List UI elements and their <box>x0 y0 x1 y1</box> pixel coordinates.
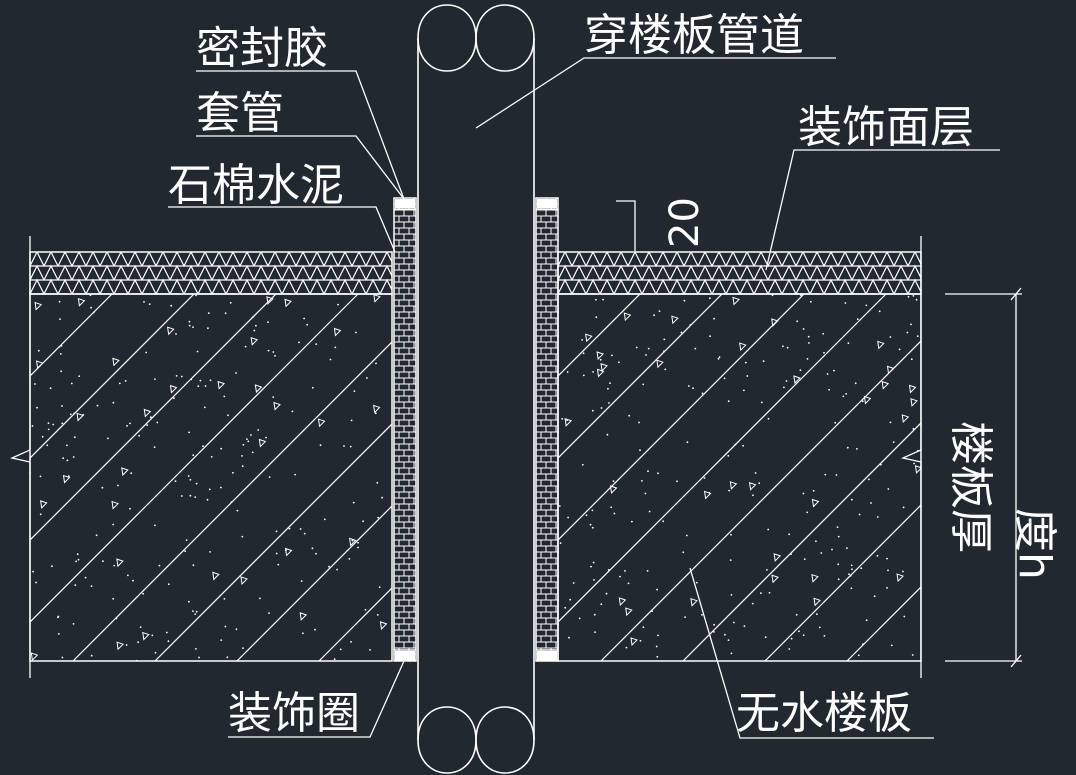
finish-layer-label: 装饰面层 <box>798 102 974 153</box>
dimension-20-label: 20 <box>662 197 708 248</box>
decorative-ring-right <box>537 651 557 660</box>
asbestos-cement-label: 石棉水泥 <box>168 160 344 211</box>
slab-thickness-label-line2: 度h <box>1009 508 1060 580</box>
sealant-cap-left-top <box>395 199 415 208</box>
decorative-ring-left <box>395 651 415 660</box>
concrete-slab-right <box>557 293 922 662</box>
sleeve-right <box>535 197 559 662</box>
finish-layer-left <box>29 251 393 295</box>
sleeve-label: 套管 <box>196 88 284 139</box>
no-water-slab-label: 无水楼板 <box>736 688 912 739</box>
slab-thickness-label-line1: 楼板厚 <box>945 421 996 553</box>
decorative-ring-label: 装饰圈 <box>228 688 360 739</box>
pipe-label: 穿楼板管道 <box>584 10 804 61</box>
sealant-label: 密封胶 <box>196 23 328 74</box>
sleeve-left <box>393 197 417 662</box>
dimension-20-leader <box>616 200 636 252</box>
finish-layer-right <box>557 251 922 295</box>
break-line-left <box>9 236 31 678</box>
slab-thickness-dimension <box>945 287 1022 668</box>
break-line-right <box>900 236 922 678</box>
through-floor-pipe <box>417 4 535 774</box>
sealant-cap-right-top <box>537 199 557 208</box>
leader-lines <box>168 57 1000 739</box>
